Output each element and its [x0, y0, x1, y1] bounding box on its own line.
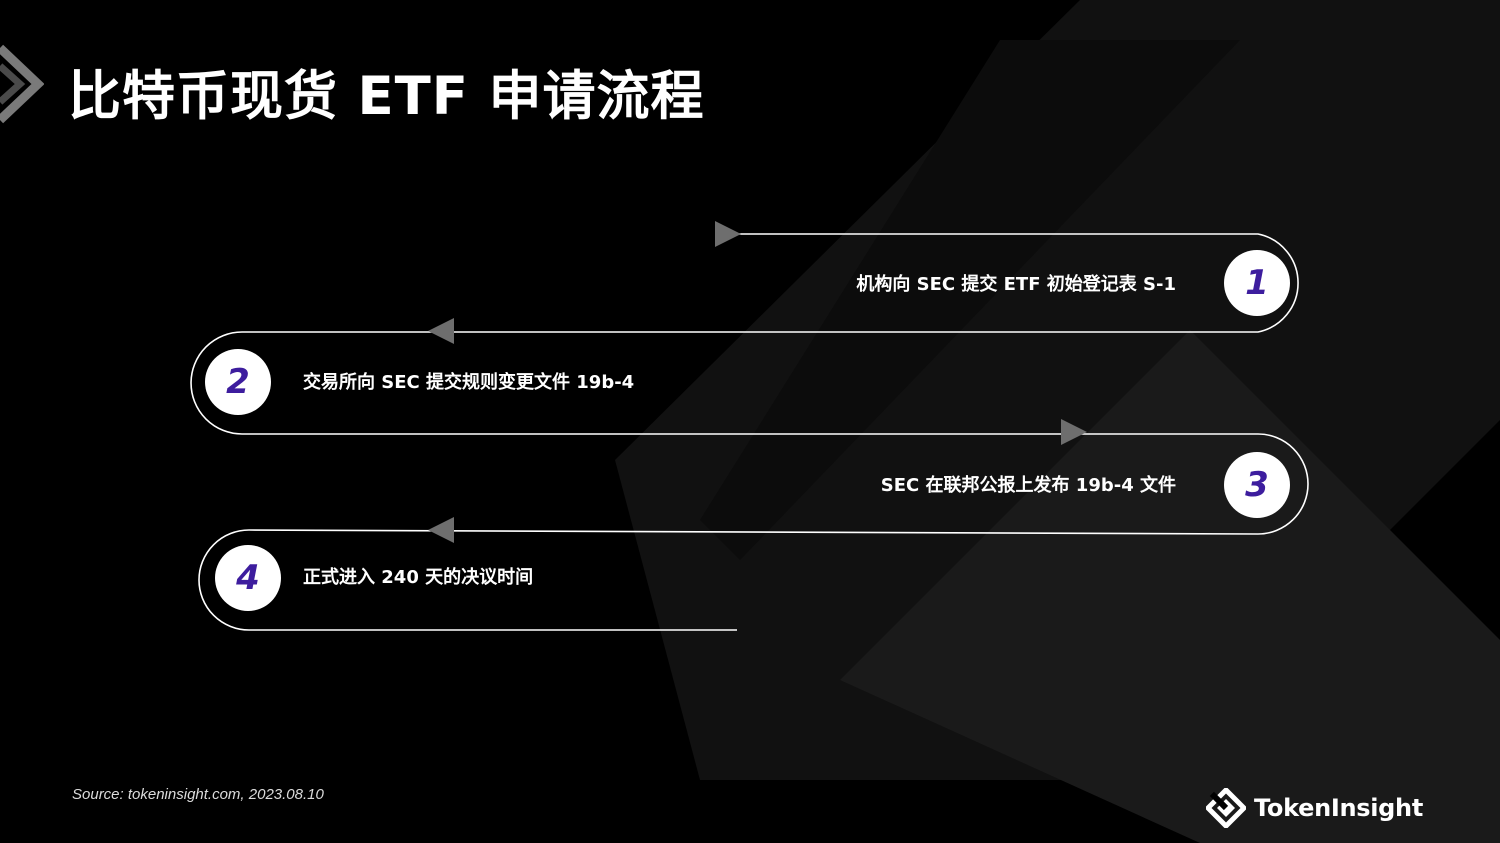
source-note: Source: tokeninsight.com, 2023.08.10: [72, 786, 324, 803]
tokeninsight-logo-icon: [1206, 788, 1246, 828]
flow-arrow-1: [715, 221, 741, 247]
bg-diamond-small: [840, 330, 1500, 843]
step-4-number-badge: 4: [215, 545, 281, 611]
step-1-label: 机构向 SEC 提交 ETF 初始登记表 S-1: [856, 274, 1176, 295]
step-3-label: SEC 在联邦公报上发布 19b-4 文件: [880, 475, 1176, 496]
brand-name: TokenInsight: [1254, 794, 1424, 822]
step-4-label: 正式进入 240 天的决议时间: [303, 567, 534, 588]
step-2-label: 交易所向 SEC 提交规则变更文件 19b-4: [303, 372, 635, 393]
step-3-number-badge: 3: [1224, 452, 1290, 518]
step-3-number: 3: [1245, 465, 1269, 505]
step-4-number: 4: [236, 558, 260, 598]
flow-arrow-3: [1061, 419, 1087, 445]
corner-chevron-icon: [0, 44, 44, 124]
step-2-number: 2: [226, 362, 250, 402]
bg-stripe: [700, 40, 1240, 560]
page-title: 比特币现货 ETF 申请流程: [68, 66, 705, 127]
flow-line: [190, 233, 1309, 631]
step-1-number-badge: 1: [1224, 250, 1290, 316]
step-2-number-badge: 2: [205, 349, 271, 415]
flow-arrow-4: [428, 517, 454, 543]
flow-arrow-2: [428, 318, 454, 344]
brand-logo: TokenInsight: [1206, 788, 1423, 828]
step-1-number: 1: [1245, 263, 1269, 303]
